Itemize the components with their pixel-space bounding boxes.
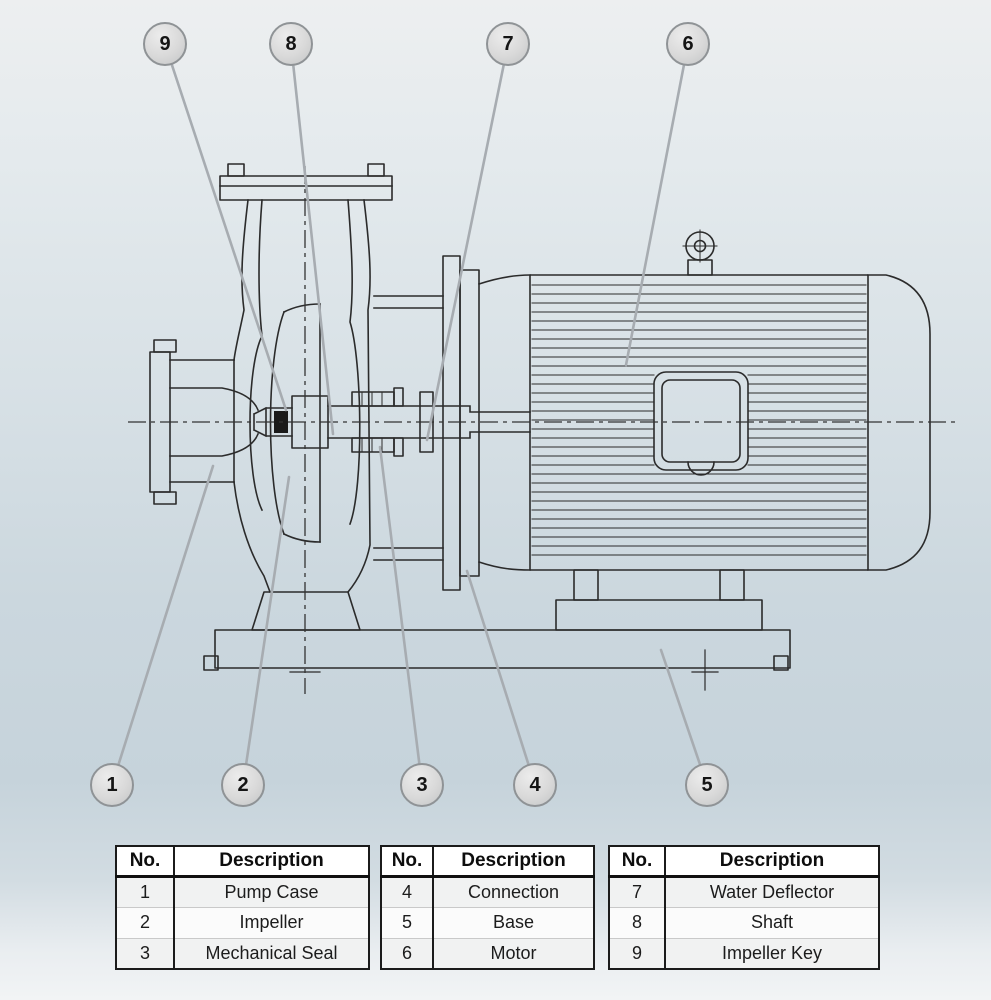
mechanical-seal (351, 387, 404, 457)
callout-label: 8 (285, 32, 297, 55)
part-description: Water Deflector (665, 876, 879, 907)
callout-label: 7 (502, 32, 514, 55)
table-row: 2 Impeller (116, 906, 369, 938)
part-description: Base (433, 906, 594, 938)
callout-6: 6 (666, 22, 710, 66)
part-description: Impeller Key (665, 937, 879, 969)
part-no: 1 (116, 876, 175, 907)
table-header-row: No. Description (381, 846, 594, 878)
leader-lines (110, 42, 709, 787)
callout-1: 1 (90, 763, 134, 807)
parts-table-1: No. Description 1 Pump Case 2 Impeller 3… (115, 845, 370, 970)
leader-1 (110, 464, 215, 787)
part-description: Connection (433, 876, 594, 907)
impeller (252, 303, 329, 543)
callout-label: 2 (237, 773, 249, 796)
callout-label: 1 (106, 773, 118, 796)
base (203, 629, 791, 671)
callout-label: 4 (529, 773, 541, 796)
leader-3 (378, 445, 424, 787)
leader-5 (659, 648, 709, 787)
part-description: Shaft (665, 906, 879, 938)
table-row: 4 Connection (381, 876, 594, 907)
part-no: 5 (381, 906, 434, 938)
motor-fins (531, 284, 655, 556)
table-row: 6 Motor (381, 937, 594, 969)
part-no: 6 (381, 937, 434, 969)
callout-5: 5 (685, 763, 729, 807)
col-header-description: Description (433, 846, 594, 878)
col-header-no: No. (116, 846, 175, 878)
table-row: 5 Base (381, 906, 594, 938)
callout-7: 7 (486, 22, 530, 66)
leader-4 (465, 569, 537, 787)
table-row: 3 Mechanical Seal (116, 937, 369, 969)
motor-feet (555, 569, 763, 631)
leader-8 (289, 42, 335, 436)
leader-6 (624, 42, 690, 367)
part-description: Pump Case (174, 876, 369, 907)
part-no: 9 (609, 937, 666, 969)
terminal-box (653, 371, 749, 476)
callout-label: 6 (682, 32, 694, 55)
motor-fins (747, 284, 867, 556)
part-description: Impeller (174, 906, 369, 938)
motor-fins (653, 284, 749, 367)
centerlines (128, 166, 958, 694)
col-header-no: No. (609, 846, 666, 878)
leader-9 (163, 42, 288, 412)
callout-8: 8 (269, 22, 313, 66)
motor-fins (653, 473, 749, 556)
table-row: 7 Water Deflector (609, 876, 879, 907)
callout-label: 3 (416, 773, 428, 796)
table-row: 9 Impeller Key (609, 937, 879, 969)
callout-4: 4 (513, 763, 557, 807)
part-description: Mechanical Seal (174, 937, 369, 969)
leader-7 (425, 42, 510, 442)
callout-label: 9 (159, 32, 171, 55)
parts-table-3: No. Description 7 Water Deflector 8 Shaf… (608, 845, 880, 970)
part-no: 3 (116, 937, 175, 969)
col-header-description: Description (174, 846, 369, 878)
part-no: 2 (116, 906, 175, 938)
parts-table-2: No. Description 4 Connection 5 Base 6 Mo… (380, 845, 595, 970)
callout-3: 3 (400, 763, 444, 807)
connection-bracket (373, 255, 480, 591)
callout-2: 2 (221, 763, 265, 807)
part-no: 4 (381, 876, 434, 907)
leader-2 (241, 475, 291, 787)
table-row: 1 Pump Case (116, 876, 369, 907)
table-header-row: No. Description (116, 846, 369, 878)
table-row: 8 Shaft (609, 906, 879, 938)
part-description: Motor (433, 937, 594, 969)
lifting-eye-icon (682, 229, 718, 276)
callout-9: 9 (143, 22, 187, 66)
callout-label: 5 (701, 773, 713, 796)
col-header-description: Description (665, 846, 879, 878)
part-no: 8 (609, 906, 666, 938)
col-header-no: No. (381, 846, 434, 878)
table-header-row: No. Description (609, 846, 879, 878)
part-no: 7 (609, 876, 666, 907)
